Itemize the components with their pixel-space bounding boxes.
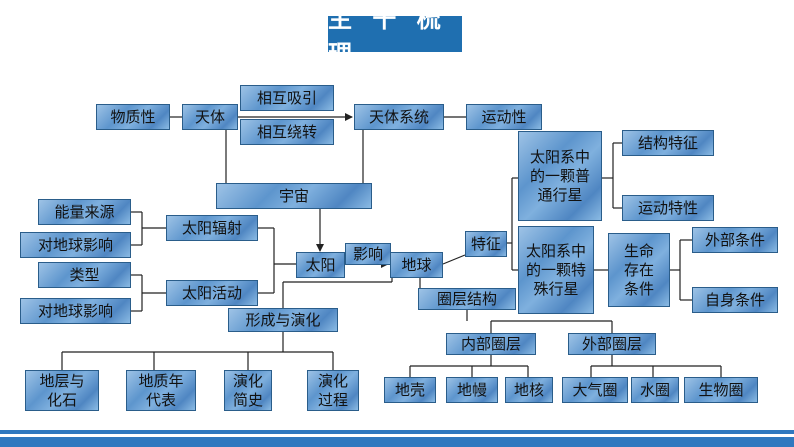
node-diqiao: 地壳 (384, 377, 436, 403)
node-teshu-xingxing: 太阳系中的一颗特殊行星 (518, 226, 594, 314)
node-quanceng-jiegou: 圈层结构 (418, 288, 516, 310)
node-shengwuquan: 生物圈 (684, 377, 758, 403)
footer-stripe (0, 434, 794, 437)
node-taiyang-fushe: 太阳辐射 (166, 215, 258, 241)
node-tianti: 天体 (182, 104, 238, 130)
node-waibu-quanceng: 外部圈层 (568, 333, 656, 355)
node-diman: 地幔 (446, 377, 498, 403)
node-dizhi-niandai: 地质年代表 (126, 370, 196, 411)
node-zishen-tiaojian: 自身条件 (692, 287, 778, 313)
node-dihe: 地核 (505, 377, 553, 403)
node-taiyang-huodong: 太阳活动 (166, 280, 258, 306)
node-huxiang-xiyin: 相互吸引 (240, 85, 334, 111)
node-daqiquan: 大气圈 (562, 377, 628, 403)
page-title: 主 干 梳 理 (328, 5, 462, 68)
node-huxiang-raozhuan: 相互绕转 (240, 119, 334, 145)
node-yuzhou: 宇宙 (216, 183, 372, 209)
node-leixing: 类型 (38, 262, 131, 288)
node-shengming-cunzai: 生命存在条件 (608, 233, 670, 307)
node-yundong-texing: 运动特性 (622, 195, 714, 221)
node-diceng-huashi: 地层与化石 (25, 370, 99, 411)
node-tezheng: 特征 (465, 231, 507, 257)
node-neibu-quanceng: 内部圈层 (446, 333, 536, 355)
node-yanhua-guocheng: 演化过程 (307, 370, 359, 411)
node-dui-diqiu-yingxiang-2: 对地球影响 (20, 298, 131, 324)
node-waibu-tiaojian: 外部条件 (692, 227, 778, 253)
node-yanhua-jianshi: 演化简史 (224, 370, 272, 411)
node-taiyang: 太阳 (296, 252, 345, 278)
node-tianti-xitong: 天体系统 (354, 104, 444, 130)
node-yundongxing: 运动性 (466, 104, 542, 130)
node-diqiu: 地球 (390, 252, 443, 278)
node-wuzhixing: 物质性 (96, 104, 170, 130)
node-xingcheng-yanhua: 形成与演化 (228, 308, 338, 332)
node-dui-diqiu-yingxiang-1: 对地球影响 (20, 232, 131, 258)
node-shuiquan: 水圈 (631, 377, 679, 403)
node-yingxiang: 影响 (345, 243, 391, 265)
node-jiegou-tezheng: 结构特征 (622, 130, 714, 156)
node-putong-xingxing: 太阳系中的一颗普通行星 (518, 131, 602, 221)
node-nengliang-laiyuan: 能量来源 (38, 199, 131, 225)
footer-bar (0, 430, 794, 447)
